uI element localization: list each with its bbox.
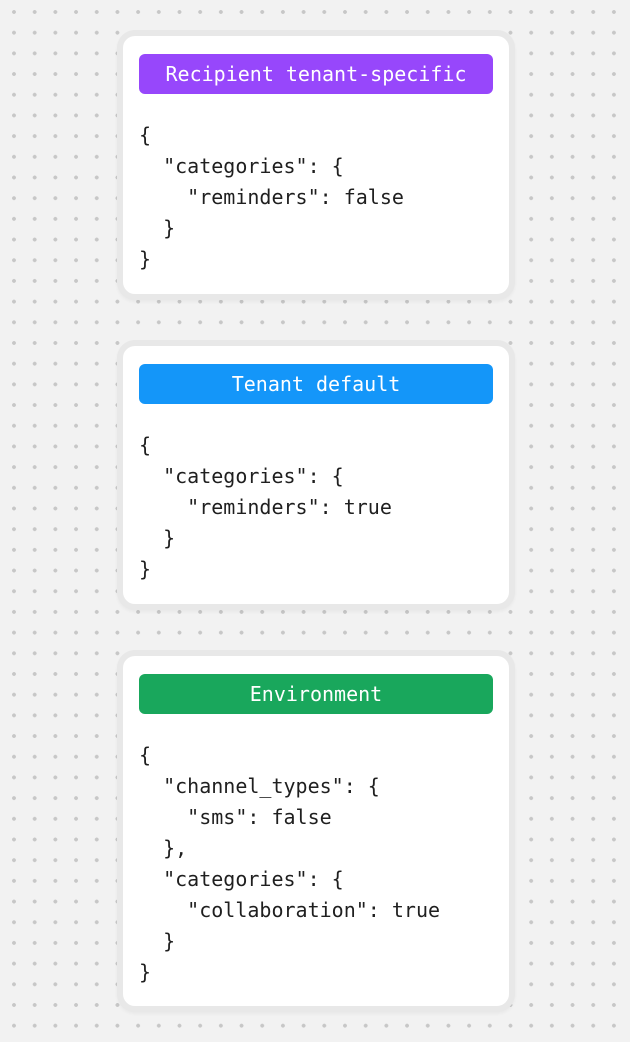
tenant-default-badge: Tenant default [139, 364, 493, 404]
card-recipient-tenant-specific: Recipient tenant-specific { "categories"… [117, 30, 515, 300]
card-environment: Environment { "channel_types": { "sms": … [117, 650, 515, 1012]
recipient-tenant-specific-code: { "categories": { "reminders": false } } [139, 123, 404, 271]
recipient-tenant-specific-badge: Recipient tenant-specific [139, 54, 493, 94]
tenant-default-code: { "categories": { "reminders": true } } [139, 433, 392, 581]
environment-badge: Environment [139, 674, 493, 714]
card-tenant-default: Tenant default { "categories": { "remind… [117, 340, 515, 610]
environment-code: { "channel_types": { "sms": false }, "ca… [139, 743, 441, 984]
